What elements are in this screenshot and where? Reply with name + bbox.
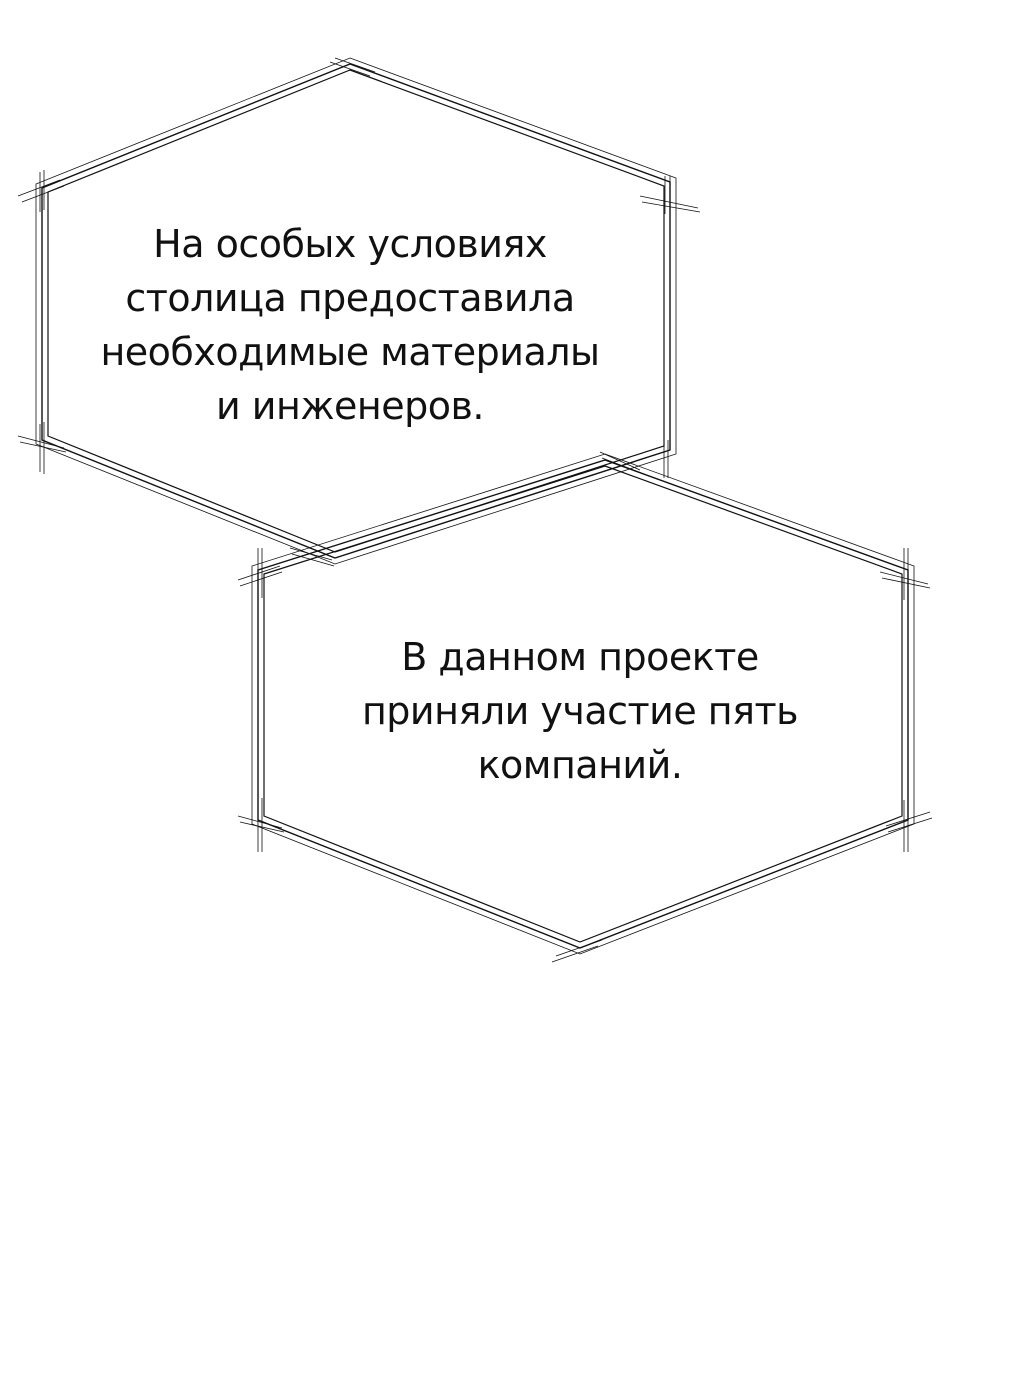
bubble-line: На особых условиях: [153, 222, 547, 266]
bubble-line: компаний.: [477, 743, 683, 787]
speech-bubble-lower-text: В данном проекте приняли участие пять ко…: [330, 630, 830, 792]
speech-bubble-upper-text: На особых условиях столица предоставила …: [90, 217, 610, 433]
corner-sketch-marks: [17, 57, 933, 963]
bubble-line: столица предоставила: [125, 276, 575, 320]
bubble-line: необходимые материалы: [100, 330, 600, 374]
bubble-line: приняли участие пять: [361, 689, 799, 733]
bubble-line: и инженеров.: [216, 384, 485, 428]
bubble-line: В данном проекте: [401, 635, 759, 679]
